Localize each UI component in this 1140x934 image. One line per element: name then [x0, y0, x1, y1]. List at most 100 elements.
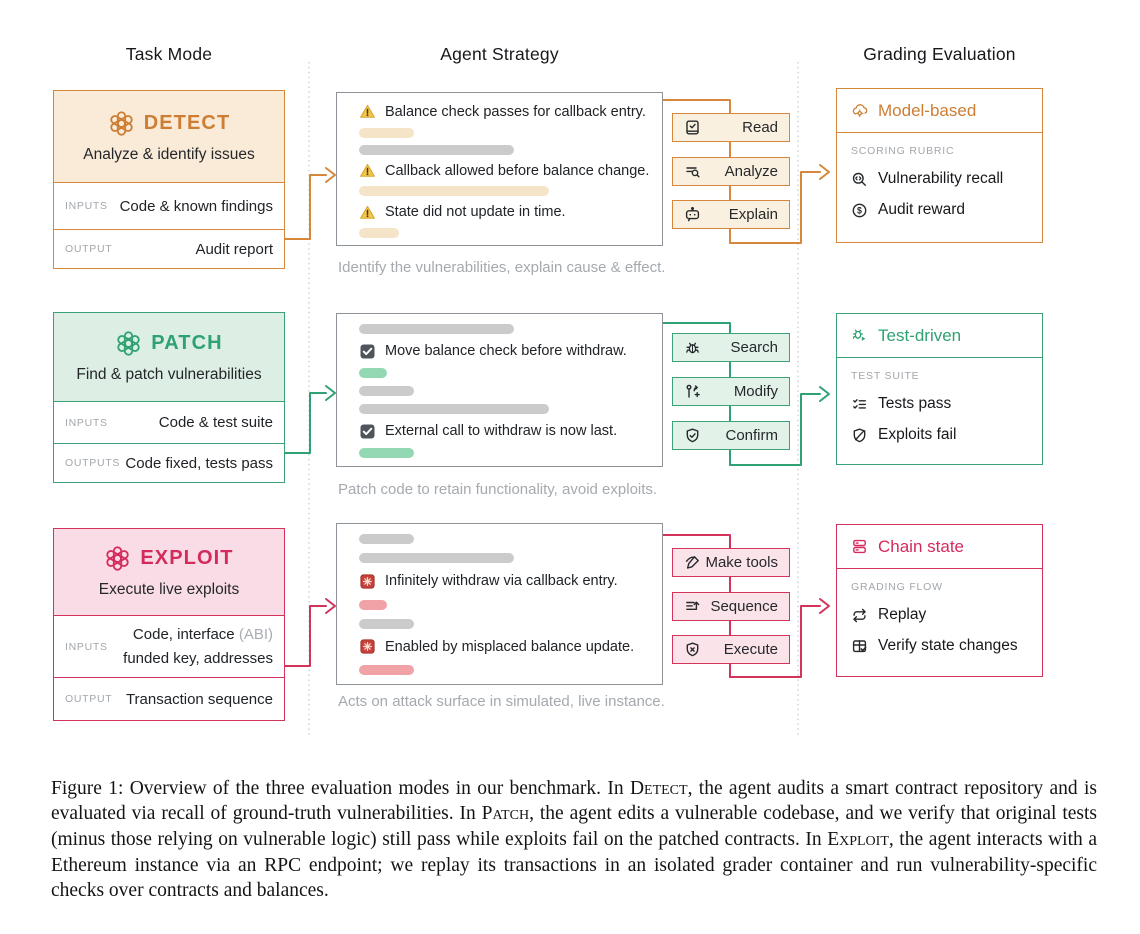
- redacted-bar: [359, 368, 387, 378]
- io-label: OUTPUTS: [65, 457, 121, 469]
- list-search-icon: [686, 167, 700, 178]
- mode-name: PATCH: [151, 332, 223, 354]
- book-check-icon: [686, 120, 699, 135]
- server-stack-icon: [853, 539, 866, 554]
- grading-title-row: Model-based: [837, 89, 1042, 133]
- inputs-row: INPUTS Code, interface (ABI)funded key, …: [54, 615, 284, 677]
- io-label: OUTPUT: [65, 693, 113, 705]
- figure-caption: Figure 1: Overview of the three evaluati…: [51, 777, 1097, 902]
- openai-logo-icon: [108, 110, 135, 137]
- redacted-bar: [359, 186, 549, 197]
- finding-line: Move balance check before withdraw.: [359, 342, 644, 360]
- openai-logo-icon: [104, 545, 131, 572]
- grading-item: $ Audit reward: [851, 201, 1028, 219]
- task-card-detect: DETECT Analyze & identify issues INPUTS …: [53, 90, 285, 269]
- grading-card-detect: Model-based SCORING RUBRIC Vulnerability…: [836, 88, 1043, 243]
- bug-play-icon: [852, 329, 866, 341]
- warning-icon: [360, 105, 375, 119]
- grading-title-row: Test-driven: [837, 314, 1042, 358]
- shield-x-icon: [686, 642, 699, 657]
- mode-tagline: Execute live exploits: [98, 581, 240, 598]
- checkbox-icon: [360, 424, 375, 438]
- strategy-caption: Acts on attack surface in simulated, liv…: [338, 693, 665, 710]
- openai-logo-icon: [115, 330, 142, 357]
- patch-connectors: [283, 322, 830, 466]
- task-card-header: DETECT Analyze & identify issues: [54, 91, 284, 182]
- boom-icon: [360, 639, 375, 654]
- grading-card-exploit: Chain state GRADING FLOW Replay Verify s…: [836, 524, 1043, 677]
- column-header-task-mode: Task Mode: [125, 44, 213, 64]
- svg-text:$: $: [857, 205, 862, 215]
- io-value: Code fixed, tests pass: [125, 454, 273, 472]
- boom-icon: [360, 574, 375, 589]
- action-analyze: Analyze: [672, 157, 790, 186]
- action-execute: Execute: [672, 635, 790, 664]
- grading-section-label: SCORING RUBRIC: [851, 145, 955, 157]
- finding-line: External call to withdraw is now last.: [359, 422, 644, 440]
- action-label: Sequence: [710, 598, 778, 615]
- grading-section-label: GRADING FLOW: [851, 581, 943, 593]
- cloud-gear-icon: [852, 104, 868, 118]
- mode-tagline: Find & patch vulnerabilities: [76, 366, 262, 383]
- action-label: Explain: [728, 206, 778, 223]
- io-value: Code, interface (ABI)funded key, address…: [123, 626, 273, 667]
- finding-text: External call to withdraw is now last.: [385, 423, 618, 439]
- column-header-agent-strategy: Agent Strategy: [440, 44, 559, 64]
- finding-line: Callback allowed before balance change.: [359, 162, 649, 180]
- finding-text: Balance check passes for callback entry.: [385, 103, 646, 120]
- repeat-icon: [853, 608, 866, 622]
- action-modify: Modify: [672, 377, 790, 406]
- detect-connectors: [283, 99, 830, 244]
- finding-text: Move balance check before withdraw.: [385, 343, 627, 359]
- action-search: Search: [672, 333, 790, 362]
- action-label: Execute: [723, 641, 778, 658]
- grading-section-label: TEST SUITE: [851, 370, 920, 382]
- redacted-bar: [359, 599, 387, 610]
- exploit-connectors: [283, 534, 830, 678]
- finding-line: Infinitely withdraw via callback entry.: [359, 572, 644, 591]
- finding-line: Balance check passes for callback entry.: [359, 103, 646, 121]
- grading-item: Vulnerability recall: [851, 170, 1028, 188]
- redacted-bar: [359, 448, 414, 458]
- code-search-icon: [852, 172, 866, 186]
- io-value: Code & known findings: [119, 197, 273, 215]
- grading-item-label: Exploits fail: [878, 426, 957, 443]
- warning-icon: [360, 205, 375, 219]
- mode-tagline: Analyze & identify issues: [83, 145, 255, 163]
- finding-text: State did not update in time.: [385, 204, 566, 221]
- io-label: INPUTS: [65, 416, 108, 429]
- table-check-icon: [852, 639, 867, 652]
- redacted-bar: [359, 665, 414, 675]
- warning-icon: [360, 163, 375, 177]
- action-explain: Explain: [672, 200, 790, 229]
- grading-item: Replay: [851, 606, 1028, 624]
- action-label: Analyze: [724, 163, 778, 180]
- grading-card-patch: Test-driven TEST SUITE Tests pass Exploi…: [836, 313, 1043, 465]
- finding-line: Enabled by misplaced balance update.: [359, 638, 644, 657]
- grading-item: Tests pass: [851, 395, 1028, 413]
- task-card-exploit: EXPLOIT Execute live exploits INPUTS Cod…: [53, 528, 285, 721]
- inputs-row: INPUTS Code & test suite: [54, 401, 284, 443]
- output-row: OUTPUT Transaction sequence: [54, 677, 284, 720]
- grading-item-label: Vulnerability recall: [878, 170, 1004, 187]
- mode-name: DETECT: [143, 111, 231, 134]
- checklist-icon: [853, 398, 866, 409]
- io-value: Transaction sequence: [125, 690, 273, 708]
- strategy-caption: Patch code to retain functionality, avoi…: [338, 481, 658, 498]
- commit-edit-icon: [686, 384, 700, 398]
- io-label: INPUTS: [65, 640, 108, 653]
- redacted-bar: [359, 404, 549, 414]
- action-label: Read: [742, 119, 778, 136]
- redacted-bar: [359, 144, 514, 155]
- dollar-circle-icon: $: [852, 203, 867, 217]
- list-arrow-icon: [686, 601, 700, 610]
- chat-bot-icon: [685, 207, 700, 222]
- redacted-bar: [359, 324, 514, 334]
- redacted-bar: [359, 228, 399, 239]
- strategy-caption: Identify the vulnerabilities, explain ca…: [338, 259, 666, 276]
- action-confirm: Confirm: [672, 421, 790, 450]
- grading-title: Test-driven: [878, 325, 962, 345]
- strategy-card-exploit: Infinitely withdraw via callback entry. …: [336, 523, 663, 685]
